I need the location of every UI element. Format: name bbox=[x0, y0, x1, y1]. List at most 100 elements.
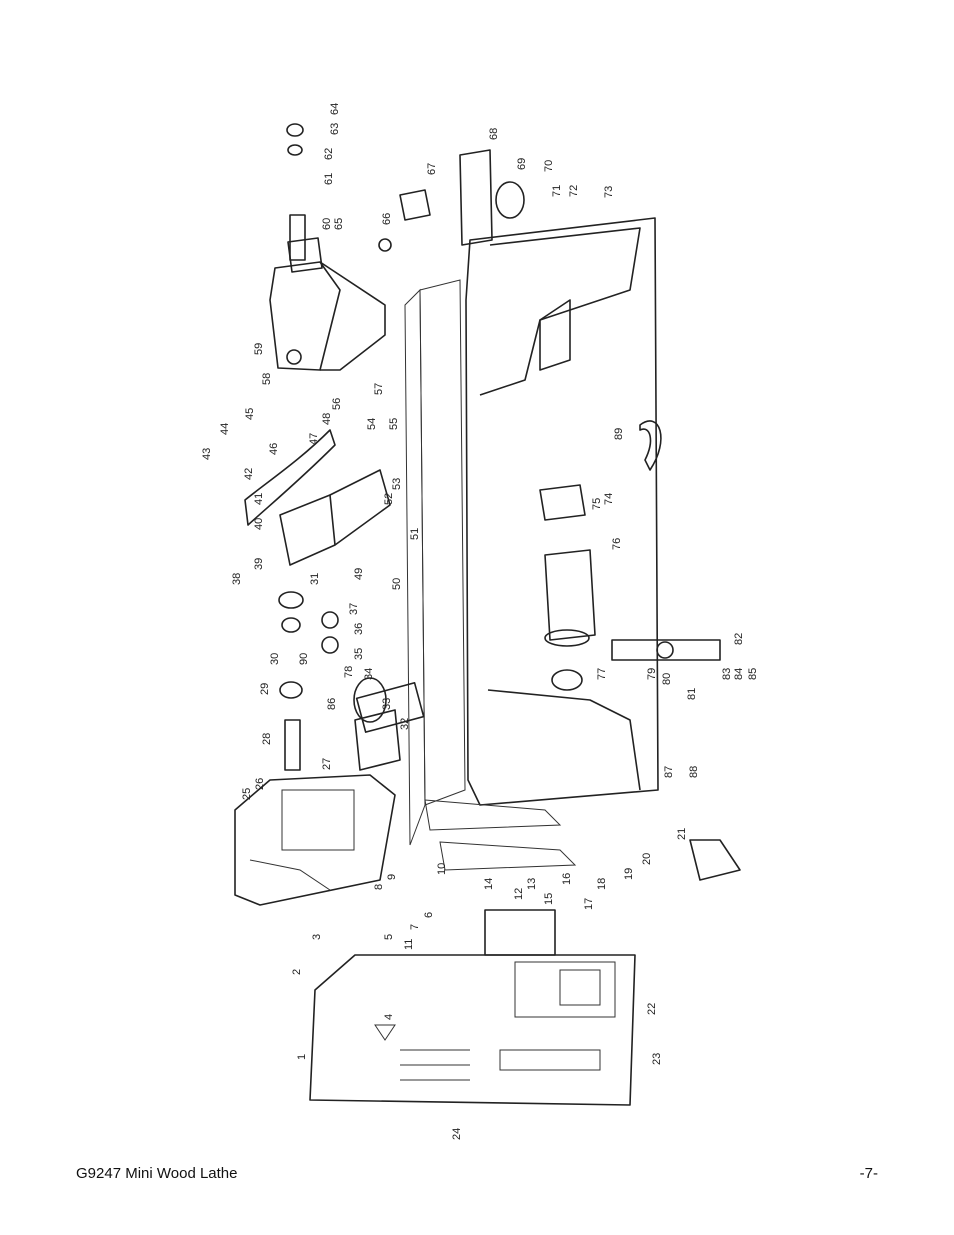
callout-37: 37 bbox=[348, 603, 360, 615]
callout-15: 15 bbox=[543, 893, 555, 905]
callout-73: 73 bbox=[603, 186, 615, 198]
callout-56: 56 bbox=[331, 398, 343, 410]
callout-51: 51 bbox=[409, 528, 421, 540]
callout-27: 27 bbox=[321, 758, 333, 770]
callout-39: 39 bbox=[253, 558, 265, 570]
callout-44: 44 bbox=[219, 423, 231, 435]
callout-36: 36 bbox=[353, 623, 365, 635]
callout-71: 71 bbox=[551, 185, 563, 197]
spindle-assembly bbox=[278, 591, 401, 771]
callout-77: 77 bbox=[596, 668, 608, 680]
callout-59: 59 bbox=[253, 343, 265, 355]
callout-79: 79 bbox=[646, 668, 658, 680]
callout-72: 72 bbox=[568, 185, 580, 197]
callout-43: 43 bbox=[201, 448, 213, 460]
callout-49: 49 bbox=[353, 568, 365, 580]
callout-75: 75 bbox=[591, 498, 603, 510]
callout-47: 47 bbox=[308, 433, 320, 445]
callout-18: 18 bbox=[596, 878, 608, 890]
callout-38: 38 bbox=[231, 573, 243, 585]
callout-50: 50 bbox=[391, 578, 403, 590]
callout-57: 57 bbox=[373, 383, 385, 395]
callout-89: 89 bbox=[613, 428, 625, 440]
lathe-bed bbox=[404, 217, 659, 871]
callout-12: 12 bbox=[513, 888, 525, 900]
callout-23: 23 bbox=[651, 1053, 663, 1065]
page-number: -7- bbox=[859, 1165, 878, 1182]
callout-83: 83 bbox=[721, 668, 733, 680]
callout-66: 66 bbox=[381, 213, 393, 225]
callout-30: 30 bbox=[269, 653, 281, 665]
callout-81: 81 bbox=[686, 688, 698, 700]
callout-87: 87 bbox=[663, 766, 675, 778]
callout-64: 64 bbox=[329, 103, 341, 115]
callout-52: 52 bbox=[383, 493, 395, 505]
callout-11: 11 bbox=[403, 939, 415, 950]
callout-4: 4 bbox=[383, 1014, 395, 1020]
callout-20: 20 bbox=[641, 853, 653, 865]
callout-68: 68 bbox=[488, 128, 500, 140]
callout-86: 86 bbox=[326, 698, 338, 710]
small-parts bbox=[286, 123, 741, 956]
tailstock bbox=[269, 237, 386, 371]
document-title: G9247 Mini Wood Lathe bbox=[76, 1165, 238, 1182]
callout-28: 28 bbox=[261, 733, 273, 745]
callout-85: 85 bbox=[747, 668, 759, 680]
callout-78: 78 bbox=[343, 666, 355, 678]
callout-67: 67 bbox=[426, 163, 438, 175]
callout-26: 26 bbox=[254, 778, 266, 790]
callout-14: 14 bbox=[483, 878, 495, 890]
callout-13: 13 bbox=[526, 878, 538, 890]
callout-25: 25 bbox=[241, 788, 253, 800]
callout-74: 74 bbox=[603, 493, 615, 505]
callout-82: 82 bbox=[733, 633, 745, 645]
callout-42: 42 bbox=[243, 468, 255, 480]
callout-10: 10 bbox=[436, 863, 448, 875]
callout-34: 34 bbox=[363, 668, 375, 680]
callout-8: 8 bbox=[373, 884, 385, 890]
callout-55: 55 bbox=[388, 418, 400, 430]
callout-labels: 1 2 3 4 5 6 7 8 9 10 11 12 13 14 15 16 1… bbox=[201, 103, 759, 1140]
callout-24: 24 bbox=[451, 1128, 463, 1140]
callout-63: 63 bbox=[329, 123, 341, 135]
headstock bbox=[234, 774, 396, 906]
callout-84: 84 bbox=[733, 668, 745, 680]
callout-90: 90 bbox=[298, 653, 310, 665]
callout-2: 2 bbox=[291, 969, 303, 975]
callout-58: 58 bbox=[261, 373, 273, 385]
callout-7: 7 bbox=[409, 924, 421, 930]
cover-plate bbox=[309, 954, 636, 1106]
callout-76: 76 bbox=[611, 538, 623, 550]
callout-40: 40 bbox=[253, 518, 265, 530]
callout-32: 32 bbox=[399, 718, 411, 730]
callout-65: 65 bbox=[333, 218, 345, 230]
callout-53: 53 bbox=[391, 478, 403, 490]
callout-29: 29 bbox=[259, 683, 271, 695]
callout-88: 88 bbox=[688, 766, 700, 778]
callout-35: 35 bbox=[353, 648, 365, 660]
callout-80: 80 bbox=[661, 673, 673, 685]
callout-5: 5 bbox=[383, 934, 395, 940]
tool-rest bbox=[244, 429, 391, 566]
motor bbox=[544, 549, 721, 691]
callout-31: 31 bbox=[309, 573, 321, 585]
callout-45: 45 bbox=[244, 408, 256, 420]
callout-9: 9 bbox=[386, 874, 398, 880]
callout-16: 16 bbox=[561, 873, 573, 885]
callout-33: 33 bbox=[381, 698, 393, 710]
callout-48: 48 bbox=[321, 413, 333, 425]
callout-54: 54 bbox=[366, 418, 378, 430]
callout-61: 61 bbox=[323, 173, 335, 185]
callout-17: 17 bbox=[583, 898, 595, 910]
callout-19: 19 bbox=[623, 868, 635, 880]
callout-60: 60 bbox=[321, 218, 333, 230]
callout-46: 46 bbox=[268, 443, 280, 455]
callout-1: 1 bbox=[296, 1054, 308, 1060]
callout-41: 41 bbox=[253, 493, 265, 505]
callout-6: 6 bbox=[423, 912, 435, 918]
callout-69: 69 bbox=[516, 158, 528, 170]
callout-21: 21 bbox=[676, 828, 688, 840]
callout-3: 3 bbox=[311, 934, 323, 940]
callout-70: 70 bbox=[543, 160, 555, 172]
